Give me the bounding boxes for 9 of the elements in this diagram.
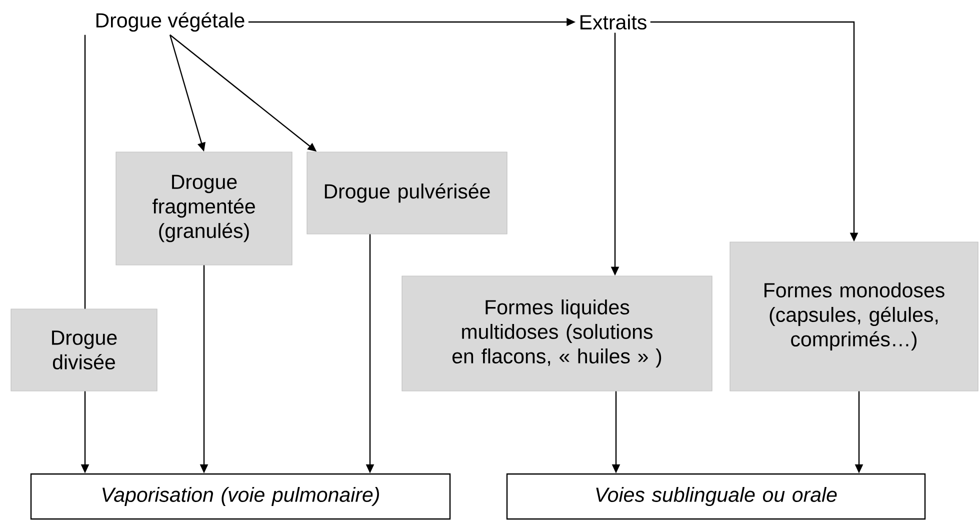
- outcome-box: Voies sublinguale ou orale: [506, 473, 926, 520]
- node-label: Drogue végétale: [96, 12, 244, 32]
- node-label: Extraits: [580, 14, 646, 30]
- process-box: Formes monodoses (capsules, gélules, comprimés…): [730, 242, 978, 392]
- process-box: Drogue divisée: [10, 308, 158, 392]
- process-box: Drogue fragmentée (granulés): [116, 152, 292, 266]
- process-box: Drogue pulvérisée: [306, 152, 508, 234]
- outcome-box: Vaporisation (voie pulmonaire): [30, 473, 451, 520]
- process-box: Formes liquides multidoses (solutions en flacons, « huiles » ): [402, 276, 712, 392]
